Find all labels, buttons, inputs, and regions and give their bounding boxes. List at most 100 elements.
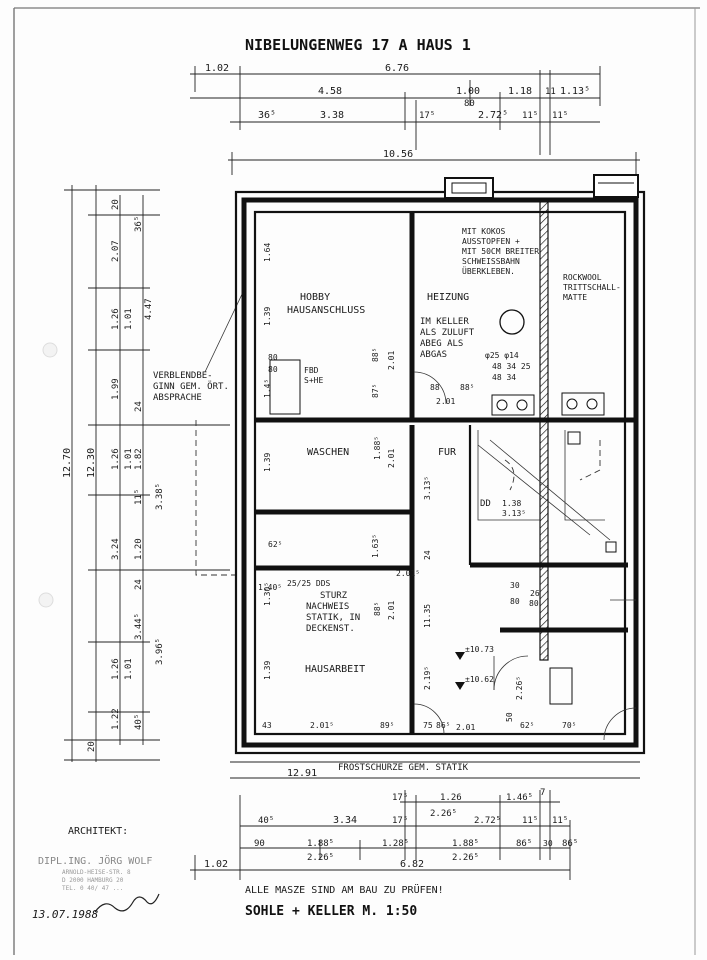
bottom-note: ALLE MASZE SIND AM BAU ZU PRÜFEN! [245, 883, 444, 896]
dim-bottom-10: 11⁵ [522, 816, 538, 826]
svg-text:1.4⁵: 1.4⁵ [263, 379, 272, 398]
dim-top-15: 10.56 [383, 149, 413, 160]
svg-text:87⁵: 87⁵ [371, 384, 380, 398]
svg-text:1.40⁵: 1.40⁵ [258, 583, 282, 592]
dim-top-9: 36⁵ [258, 110, 276, 121]
dim-bottom-8: 2.26⁵ [430, 809, 457, 819]
punch-hole-bottom [38, 592, 54, 608]
svg-text:48 34 25: 48 34 25 [492, 362, 531, 371]
svg-text:GINN GEM. ÖRT.: GINN GEM. ÖRT. [153, 381, 229, 392]
svg-text:70⁵: 70⁵ [562, 721, 576, 730]
bottom-dimension-chains: 12.91 17⁵ 1.26 1.46⁵ 7 40⁵ 3.34 17⁵ 2.26… [190, 768, 640, 880]
svg-text:S+HE: S+HE [304, 376, 323, 385]
svg-text:3.13⁵: 3.13⁵ [423, 476, 432, 500]
dim-left-19: 4.47 [144, 298, 154, 320]
svg-text:MIT KOKOS: MIT KOKOS [462, 227, 506, 236]
dim-left-11: 20 [87, 741, 97, 752]
dim-bottom-20: 2.26⁵ [452, 853, 479, 863]
room-hausarbeit-label: HAUSARBEIT [305, 664, 365, 675]
svg-text:24: 24 [423, 550, 432, 560]
svg-text:1.39: 1.39 [263, 307, 272, 326]
chimney-shaft [539, 199, 549, 661]
dim-bottom-3: 1.46⁵ [506, 793, 533, 803]
dim-bottom-0: 12.91 [287, 768, 317, 779]
rockwool-note: ROCKWOOL TRITTSCHALL- MATTE [563, 273, 621, 302]
svg-text:2.01: 2.01 [456, 723, 475, 732]
inner-dimensions: 1.64 1.39 80 80 1.4⁵ 88⁵ 2.01 87⁵ 1.88⁵ … [258, 243, 576, 732]
svg-text:2.01: 2.01 [387, 601, 396, 620]
dim-left-4: 2.07 [111, 240, 121, 262]
signature [94, 893, 160, 913]
svg-text:80: 80 [510, 597, 520, 606]
svg-text:MATTE: MATTE [563, 293, 587, 302]
dim-top-14: 11⁵ [552, 111, 568, 121]
svg-text:IM KELLER: IM KELLER [420, 317, 469, 327]
svg-text:86⁵: 86⁵ [436, 721, 450, 730]
heating-equipment [491, 309, 605, 416]
dim-left-22: 3.38⁵ [155, 483, 165, 510]
dim-bottom-7: 17⁵ [392, 816, 408, 826]
svg-text:2.01: 2.01 [387, 351, 396, 370]
dim-left-8: 3.24 [111, 538, 121, 560]
outer-walls [234, 190, 646, 755]
dim-top-4: 1.00 [456, 86, 480, 97]
dim-bottom-9: 2.72⁵ [474, 816, 501, 826]
svg-text:2.26⁵: 2.26⁵ [515, 676, 524, 700]
svg-text:88⁵: 88⁵ [371, 348, 380, 362]
svg-text:ABSPRACHE: ABSPRACHE [153, 393, 202, 403]
svg-text:80: 80 [529, 599, 539, 608]
svg-text:ROCKWOOL: ROCKWOOL [563, 273, 602, 282]
svg-text:FBD: FBD [304, 366, 319, 375]
svg-text:62⁵: 62⁵ [520, 721, 534, 730]
dim-left-23: 3.44⁵ [134, 613, 144, 640]
dim-bottom-18: 86⁵ [562, 839, 578, 849]
svg-text:88: 88 [430, 383, 440, 392]
dim-left-20: 1.82 [134, 448, 144, 470]
svg-text:±10.73: ±10.73 [465, 645, 494, 654]
dim-top-5: 1.18 [508, 86, 532, 97]
svg-text:D 2000 HAMBURG 20: D 2000 HAMBURG 20 [62, 877, 124, 884]
dim-bottom-2: 1.26 [440, 793, 462, 803]
svg-text:NACHWEIS: NACHWEIS [306, 602, 349, 612]
svg-text:80: 80 [268, 365, 278, 374]
signature-date: 13.07.1988 [32, 908, 99, 921]
dd-note: DD 1.38 3.13⁵ [480, 499, 526, 518]
svg-text:DD: DD [480, 499, 491, 509]
dim-left-21: 11⁵ [134, 489, 144, 505]
punch-hole-top [42, 342, 58, 358]
dim-left-13: 1.01 [124, 308, 134, 330]
svg-text:75: 75 [423, 721, 433, 730]
svg-text:VERBLENDBE-: VERBLENDBE- [153, 371, 213, 381]
svg-text:1.38: 1.38 [502, 499, 521, 508]
dim-bottom-17: 30 [543, 839, 553, 848]
svg-text:80: 80 [268, 353, 278, 362]
dim-top-11: 17⁵ [419, 111, 435, 121]
verblend-dashed-line [195, 420, 240, 576]
svg-text:DECKENST.: DECKENST. [306, 624, 355, 634]
room-hausanschluss-label: HAUSANSCHLUSS [287, 305, 365, 316]
fbd-note: FBD S+HE [269, 359, 323, 415]
heizung-note: IM KELLER ALS ZULUFT ABEG ALS ABGAS [420, 317, 475, 360]
svg-text:φ25 φ14: φ25 φ14 [485, 351, 519, 360]
dim-bottom-19: 2.26⁵ [307, 853, 334, 863]
dim-bottom-6: 3.34 [333, 815, 357, 826]
svg-text:43: 43 [262, 721, 272, 730]
room-fur-label: FUR [438, 447, 457, 458]
dim-left-14: 24 [134, 401, 144, 412]
room-waschen-label: WASCHEN [307, 447, 349, 458]
architect-stamp: ARCHITEKT: DIPL.ING. JÖRG WOLF ARNOLD-HE… [32, 826, 160, 921]
dim-top-12: 2.72⁵ [478, 110, 508, 121]
svg-text:11.35: 11.35 [423, 604, 432, 628]
stairs [477, 430, 617, 553]
dim-bottom-22: 6.82 [400, 859, 424, 870]
svg-text:TEL. 0 40/ 47 ...: TEL. 0 40/ 47 ... [62, 885, 123, 892]
svg-text:ABGAS: ABGAS [420, 350, 447, 360]
svg-text:62⁵: 62⁵ [268, 540, 282, 549]
svg-text:50: 50 [505, 712, 514, 722]
svg-text:DIPL.ING. JÖRG WOLF: DIPL.ING. JÖRG WOLF [38, 854, 152, 867]
dim-top-1: 1.02 [205, 63, 229, 74]
dim-top-13: 11⁵ [522, 111, 538, 121]
left-dimension-chains: 12.70 12.30 20 2.07 1.26 1.99 1.26 3.24 … [62, 185, 230, 762]
dim-bottom-13: 1.88⁵ [307, 839, 334, 849]
svg-text:48 34: 48 34 [492, 373, 516, 382]
